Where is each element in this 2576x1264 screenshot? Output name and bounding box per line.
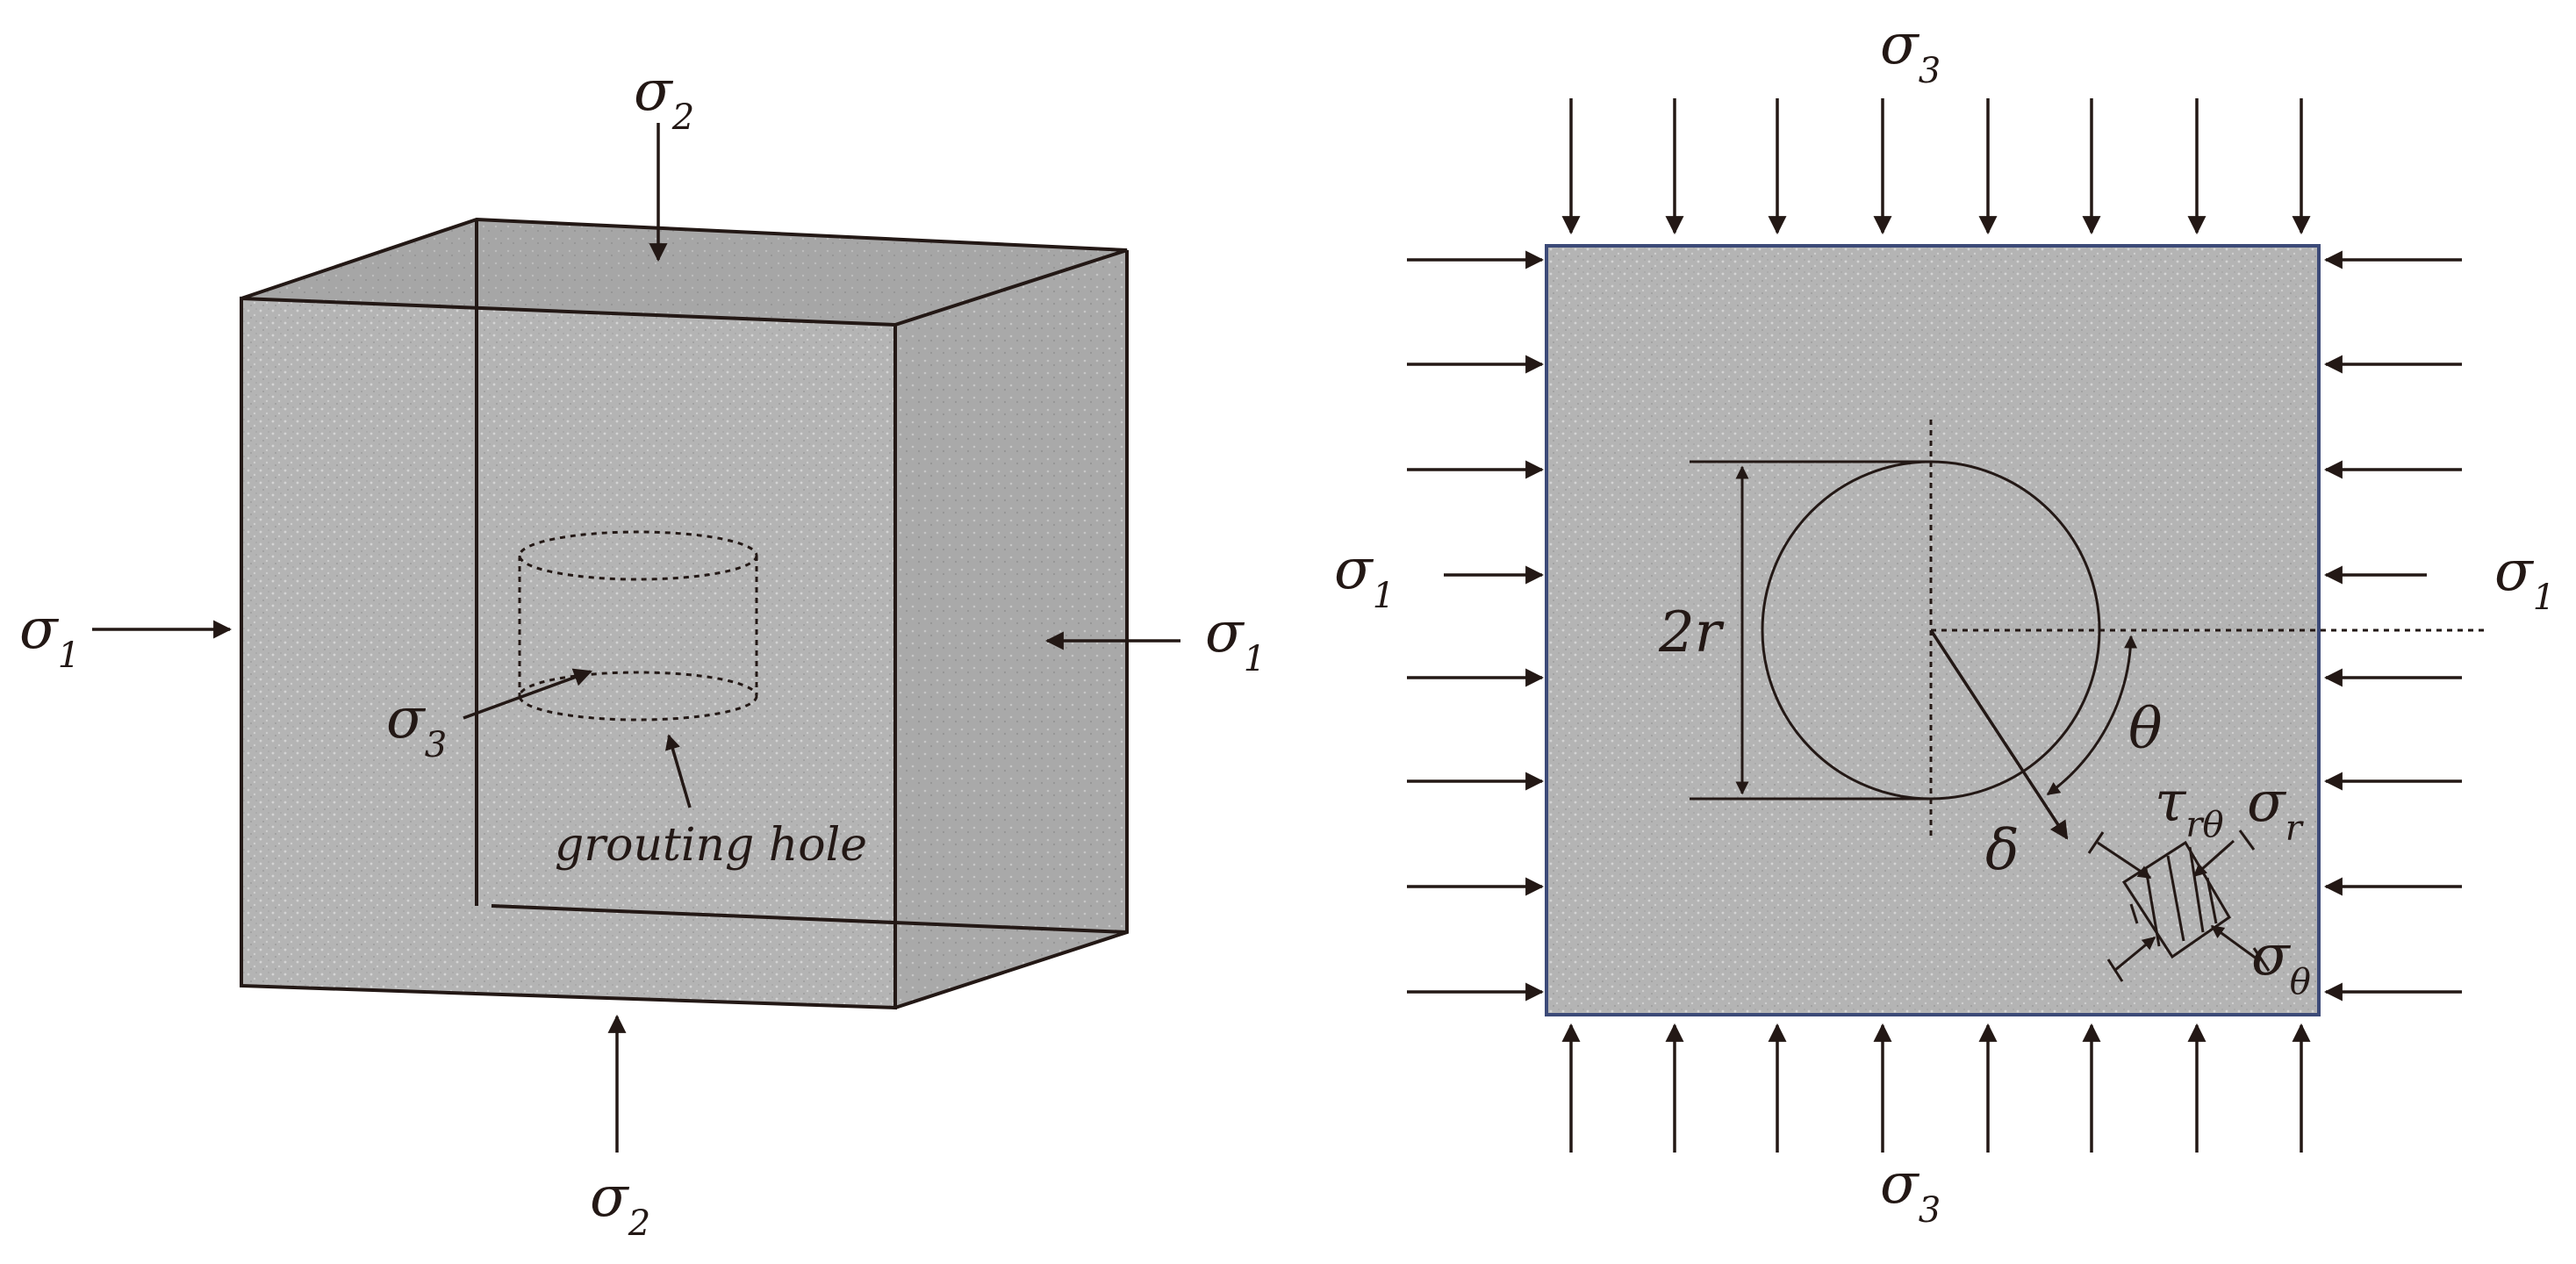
stress-element	[2087, 830, 2271, 982]
hole-note-pointer	[665, 734, 692, 808]
right-load-label: σ1	[2494, 539, 2555, 618]
cube-hidden-edge	[491, 904, 1128, 934]
left-load-arrows	[1407, 250, 1545, 1002]
grouting-hole-cylinder	[518, 530, 758, 722]
top-load-label: σ3	[1880, 12, 1941, 91]
cube-top-outline	[240, 217, 1128, 327]
bottom-load-label: σ2	[590, 1165, 650, 1244]
hole-load-label: σ3	[386, 686, 447, 765]
displacement-arrow	[1929, 629, 2069, 840]
hoop-stress-label: σθ	[2251, 923, 2311, 1002]
cube-right-outline	[894, 250, 1129, 1009]
bottom-load-label: σ3	[1880, 1152, 1941, 1231]
angle-label: θ	[2128, 697, 2163, 762]
cube-front-face	[241, 298, 895, 1008]
displacement-label: δ	[1985, 818, 2020, 883]
bottom-load-arrows	[1561, 1023, 2311, 1153]
right-load-arrows	[2323, 250, 2462, 1002]
cube-right-face	[895, 250, 1127, 1008]
right-load-label: σ1	[1205, 600, 1266, 679]
plane-figure: σ3 σ3 σ1 σ1 2r θ δ τrθ σr σθ	[1334, 12, 2555, 1231]
diameter-label: 2r	[1658, 600, 1725, 665]
angle-arc	[2046, 635, 2138, 796]
top-load-arrows	[1561, 98, 2311, 235]
left-load-label: σ1	[19, 597, 80, 676]
cube-figure: σ2 σ2 σ1 σ1 σ3 grouting hole	[19, 59, 1266, 1244]
hole-load-arrow	[463, 668, 592, 720]
left-load-label: σ1	[1334, 537, 1395, 616]
shear-stress-label: τrθ	[2155, 770, 2224, 845]
cube-top-face	[241, 219, 1127, 325]
radial-stress-label: σr	[2247, 770, 2305, 849]
grouting-hole-label: grouting hole	[555, 819, 867, 872]
top-load-label: σ2	[634, 59, 694, 138]
